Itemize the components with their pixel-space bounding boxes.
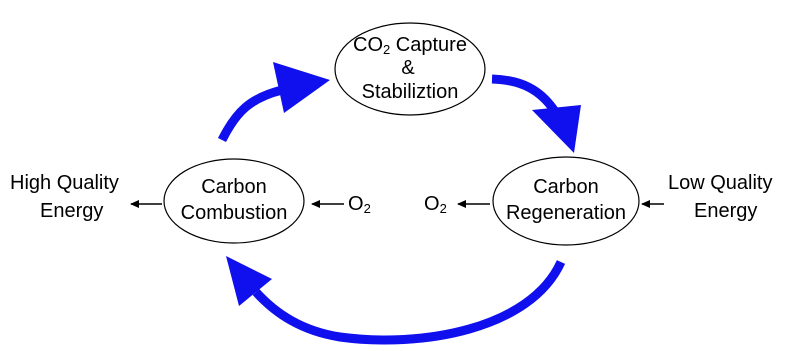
low-quality-line1: Low Quality xyxy=(668,172,773,194)
node-regeneration-line2: Regeneration xyxy=(506,202,626,224)
cycle-arrow-combustion-to-capture xyxy=(217,85,284,143)
cycle-arrow-capture-to-regeneration xyxy=(491,74,558,113)
label-o2-input: O2 xyxy=(348,193,371,216)
node-co2-capture-line3: Stabiliztion xyxy=(362,81,459,103)
high-quality-line1: High Quality xyxy=(10,172,119,194)
label-low-quality-energy: Low Quality Energy xyxy=(668,172,773,222)
cycle-arrowhead-regeneration-to-combustion xyxy=(226,256,272,306)
node-regeneration-line1: Carbon xyxy=(533,176,599,198)
high-quality-line2: Energy xyxy=(40,200,103,222)
label-o2-output: O2 xyxy=(424,193,447,216)
node-co2-capture-line1: CO2 Capture xyxy=(353,34,467,57)
node-carbon-regeneration: Carbon Regeneration xyxy=(492,156,640,246)
node-co2-capture-line2: & xyxy=(401,57,415,79)
cycle-arrowhead-capture-to-regeneration xyxy=(532,105,581,153)
node-combustion-line1: Carbon xyxy=(201,176,267,198)
node-co2-capture: CO2 Capture & Stabiliztion xyxy=(334,22,486,116)
cycle-arrowhead-combustion-to-capture xyxy=(273,62,330,113)
cycle-arrow-regeneration-to-combustion xyxy=(252,260,566,345)
node-combustion-line2: Combustion xyxy=(181,202,288,224)
label-high-quality-energy: High Quality Energy xyxy=(10,172,119,222)
cycle-arrows xyxy=(217,62,581,345)
node-carbon-combustion: Carbon Combustion xyxy=(163,158,305,244)
low-quality-line2: Energy xyxy=(694,200,757,222)
